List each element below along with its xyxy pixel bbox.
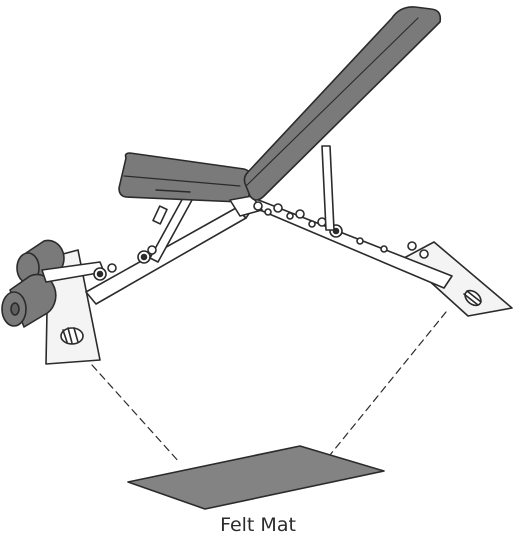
- adjustment-holes: [264, 208, 429, 259]
- rear-frame-tube: [247, 198, 453, 289]
- felt-mat-caption: Felt Mat: [220, 514, 296, 536]
- backrest-support-post: [321, 145, 335, 231]
- pivot-bolts: [273, 203, 343, 238]
- placement-guide-lines: [91, 311, 447, 464]
- seat-pad: [118, 152, 252, 203]
- hinge-bracket: [229, 195, 263, 217]
- rear-leveler-cap: [463, 289, 482, 307]
- rear-foot-plate: [403, 241, 513, 317]
- backrest-pad: [243, 6, 442, 201]
- leg-roller-pads: [1, 239, 65, 328]
- felt-mat: [127, 445, 385, 510]
- front-frame-tube: [85, 201, 251, 305]
- front-leveler-cap: [60, 327, 84, 345]
